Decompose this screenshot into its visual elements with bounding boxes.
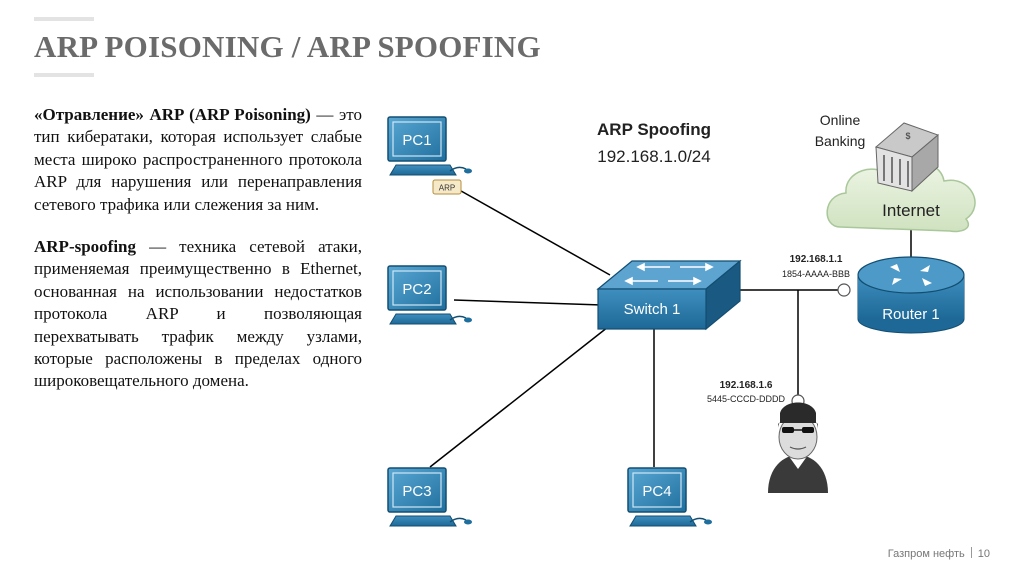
router-arrows-icon [890,264,932,286]
pc3-label: PC3 [402,483,431,500]
router-1[interactable]: Router 1 [857,256,965,334]
internet-label: Internet [882,201,940,220]
router-port-marker [837,283,851,297]
footer-company: Газпром нефть [887,548,965,560]
attacker-mac: 5445-CCCD-DDDD [707,394,786,404]
link-pc1-switch [453,186,611,276]
footer-divider [970,547,972,558]
switch-1[interactable]: Switch 1 [596,259,742,331]
term-arp-poisoning: «Отравление» ARP (ARP Poisoning) [34,105,311,124]
attacker-ip: 192.168.1.6 [720,380,773,391]
definition-arp-poisoning: — это тип кибератаки, которая использует… [34,105,362,214]
paragraph-arp-poisoning: «Отравление» ARP (ARP Poisoning) — это т… [34,104,362,216]
footer: Газпром нефть 10 [888,547,990,560]
pc2-computer[interactable]: PC2 [387,265,472,325]
diagram-title: ARP Spoofing [597,120,711,139]
term-arp-spoofing: ARP-spoofing [34,237,137,257]
link-pc2-switch [453,299,603,306]
bank-label-line2: Banking [815,133,866,149]
pc3-computer[interactable]: PC3 [387,467,472,527]
internet-cloud[interactable]: Internet [826,161,976,233]
pc4-label: PC4 [642,483,671,500]
link-pc3-switch [429,326,609,468]
paragraph-arp-spoofing: ARP-spoofing — техника сетевой атаки, пр… [34,236,362,393]
router-label: Router 1 [882,306,940,323]
switch-label: Switch 1 [624,301,681,318]
title-accent-bottom [34,73,94,77]
arp-packet-tag: ARP [432,179,462,195]
router-mac: 1854-AAAA-BBB [782,269,850,279]
body-text: «Отравление» ARP (ARP Poisoning) — это т… [34,104,362,413]
pc1-computer[interactable]: PC1 [387,116,472,176]
title-accent-top [34,17,94,21]
svg-text:$: $ [905,131,910,141]
connection-lines [429,186,912,468]
pc1-label: PC1 [402,132,431,149]
slide-title: ARP POISONING / ARP SPOOFING [34,29,541,64]
bank-label-line1: Online [820,112,861,128]
hacker-icon[interactable] [768,402,828,494]
router-ip: 192.168.1.1 [790,254,843,265]
diagram-subnet: 192.168.1.0/24 [597,147,710,166]
switch-arrows-icon [624,262,714,286]
definition-arp-spoofing: — техника сетевой атаки, применяемая пре… [34,237,362,391]
arp-tag-label: ARP [439,184,455,193]
pc4-computer[interactable]: PC4 [627,467,712,527]
page-number: 10 [977,548,990,560]
pc2-label: PC2 [402,281,431,298]
bank-building-icon: $ [874,122,939,193]
network-diagram: ARP Spoofing 192.168.1.0/24 PC1 ARP PC2 … [387,112,976,527]
